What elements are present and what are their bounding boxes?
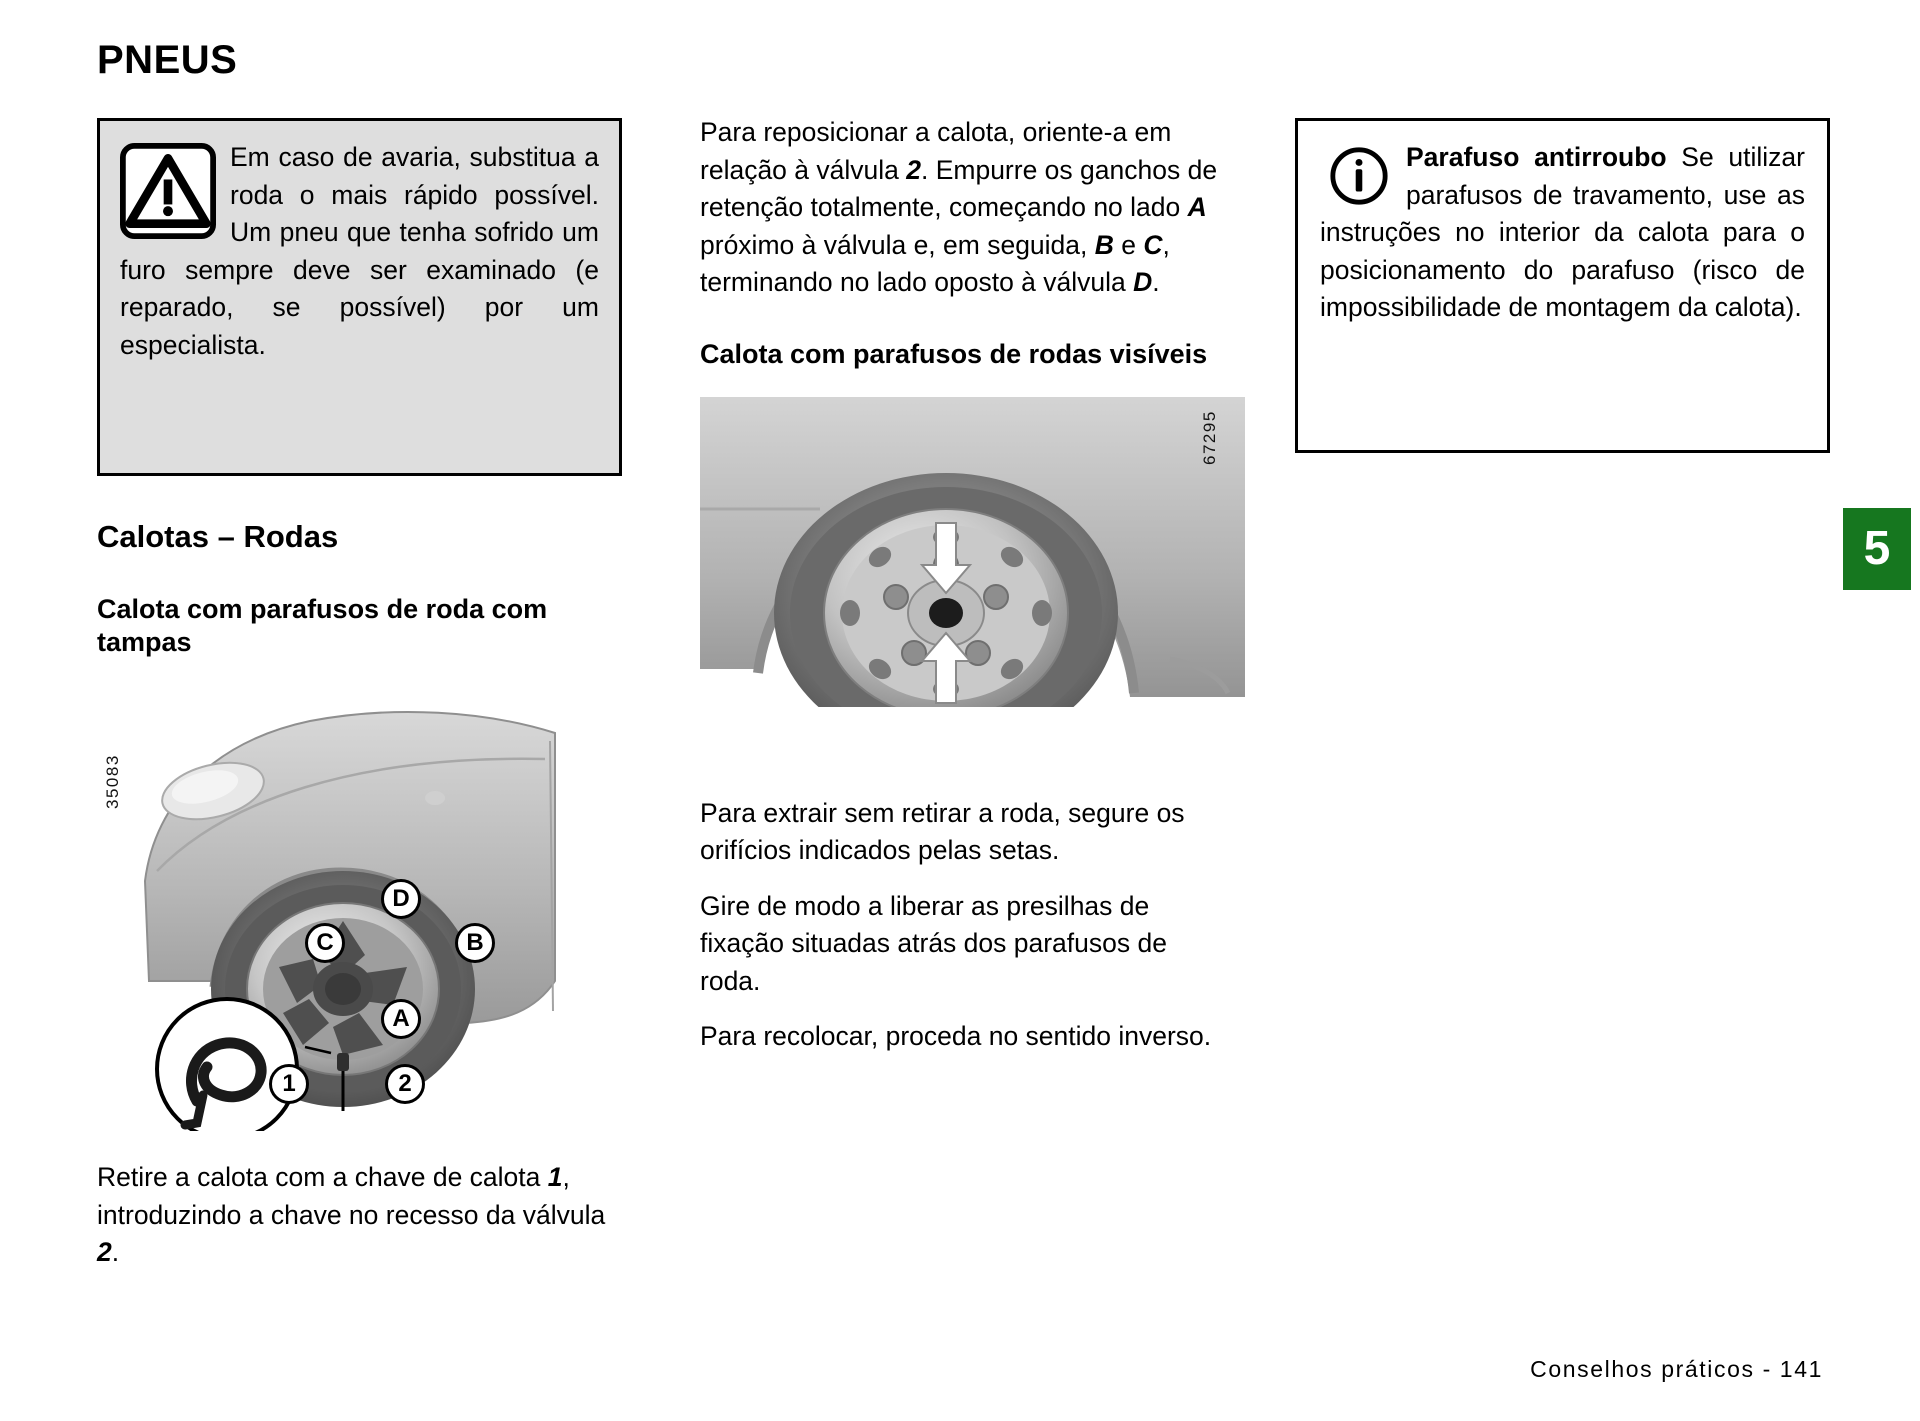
middle-paragraph-extract: Para extrair sem retirar a roda, segure … bbox=[700, 797, 1185, 866]
right-column: Parafuso antirroubo Se utilizar parafuso… bbox=[1295, 118, 1830, 453]
chapter-tab: 5 bbox=[1843, 508, 1911, 590]
ref-2: 2 bbox=[97, 1237, 112, 1267]
warning-triangle-icon bbox=[120, 143, 216, 239]
callout-D: D bbox=[381, 879, 421, 919]
steel-wheel-illustration bbox=[700, 396, 1245, 707]
text-part: . bbox=[1152, 267, 1160, 297]
info-box-body: Se utilizar parafusos de travamento, use… bbox=[1320, 142, 1805, 322]
callout-A: A bbox=[381, 999, 421, 1039]
ref-A: A bbox=[1187, 192, 1207, 222]
figure-code-67295: 67295 bbox=[1200, 409, 1219, 465]
info-box-title: Parafuso antirroubo bbox=[1406, 142, 1667, 172]
callout-1: 1 bbox=[269, 1064, 309, 1104]
info-box-text: Parafuso antirroubo Se utilizar parafuso… bbox=[1320, 139, 1805, 327]
text-part: próximo à válvula e, em seguida, bbox=[700, 229, 1095, 260]
text-part: e bbox=[1113, 229, 1144, 260]
left-paragraph-remove-cover: Retire a calota com a chave de calota 1,… bbox=[97, 1159, 622, 1272]
callout-2: 2 bbox=[385, 1064, 425, 1104]
section-heading-calotas-rodas: Calotas – Rodas bbox=[97, 519, 339, 554]
text-part: , terminando no lado oposto à válvula bbox=[700, 229, 1170, 298]
text-part: , introduzindo a chave no recesso da vál… bbox=[97, 1162, 606, 1230]
figure-steel-wheel: 67295 bbox=[700, 396, 1245, 717]
middle-column: Para reposicionar a calota, oriente-a em… bbox=[700, 117, 1245, 1074]
warning-text: Em caso de avaria, substitua a roda o ma… bbox=[120, 142, 599, 360]
text-part: . Empurre os ganchos de retenção totalme… bbox=[700, 154, 1218, 223]
middle-paragraph-refit: Para recolocar, proceda no sentido inver… bbox=[700, 1021, 1212, 1051]
middle-paragraph-rotate: Gire de modo a liberar as presilhas de f… bbox=[700, 890, 1167, 996]
info-circle-icon bbox=[1328, 145, 1390, 207]
middle-paragraph-reposition: Para reposicionar a calota, oriente-a em… bbox=[700, 114, 1220, 302]
ref-D: D bbox=[1133, 267, 1153, 297]
left-column: Em caso de avaria, substitua a roda o ma… bbox=[97, 118, 622, 1290]
subheading-calota-parafusos-visiveis: Calota com parafusos de rodas visíveis bbox=[700, 338, 1208, 369]
text-part: . bbox=[111, 1237, 120, 1267]
info-box-antitheft-bolt: Parafuso antirroubo Se utilizar parafuso… bbox=[1295, 118, 1830, 453]
ref-C: C bbox=[1143, 229, 1163, 260]
page-footer: Conselhos práticos - 141 bbox=[1530, 1356, 1823, 1382]
figure-wheel-with-cover: 35083 bbox=[97, 681, 622, 1131]
page-title: PNEUS bbox=[97, 38, 238, 82]
ref-B: B bbox=[1094, 229, 1114, 260]
subheading-calota-parafusos-tampas: Calota com parafusos de roda com tampas bbox=[97, 594, 548, 657]
wheel-illustration bbox=[143, 710, 556, 1131]
text-part: Para reposicionar a calota, oriente-a em… bbox=[700, 117, 1172, 185]
ref-1: 1 bbox=[547, 1162, 563, 1192]
ref-2: 2 bbox=[906, 154, 921, 185]
figure-code-35083: 35083 bbox=[103, 754, 122, 809]
warning-box: Em caso de avaria, substitua a roda o ma… bbox=[97, 118, 622, 476]
text-part: Retire a calota com a chave de calota bbox=[97, 1162, 548, 1192]
callout-C: C bbox=[305, 923, 345, 963]
callout-B: B bbox=[455, 923, 495, 963]
